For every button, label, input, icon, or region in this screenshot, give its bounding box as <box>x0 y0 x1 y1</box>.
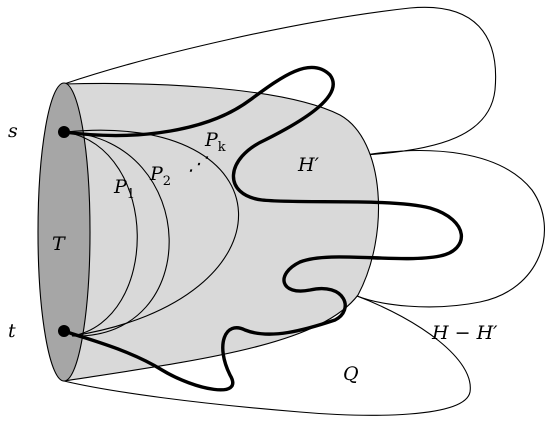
t-dot <box>58 325 70 337</box>
label-p1: P1 <box>113 176 135 202</box>
path-p2-curve <box>65 131 170 337</box>
outer-region-upper-lobe <box>63 6 497 156</box>
label-ellipsis: ⋰ <box>188 153 209 175</box>
t-ellipse <box>37 82 91 382</box>
s-dot <box>58 126 70 138</box>
label-pk: Pk <box>204 129 226 155</box>
label-q: Q <box>343 363 359 385</box>
label-h-prime: H′ <box>297 154 320 176</box>
h-prime-region <box>63 82 379 382</box>
label-p2: P2 <box>149 163 171 189</box>
path-p1-curve <box>65 131 138 337</box>
q-path <box>62 65 464 392</box>
outer-region-lower-lobe <box>63 295 471 416</box>
outer-region-middle-lobe <box>356 150 545 308</box>
label-T: T <box>52 233 66 255</box>
label-t: t <box>8 320 16 342</box>
label-h-minus-h-prime: H − H′ <box>431 322 498 344</box>
label-s: s <box>8 120 18 142</box>
